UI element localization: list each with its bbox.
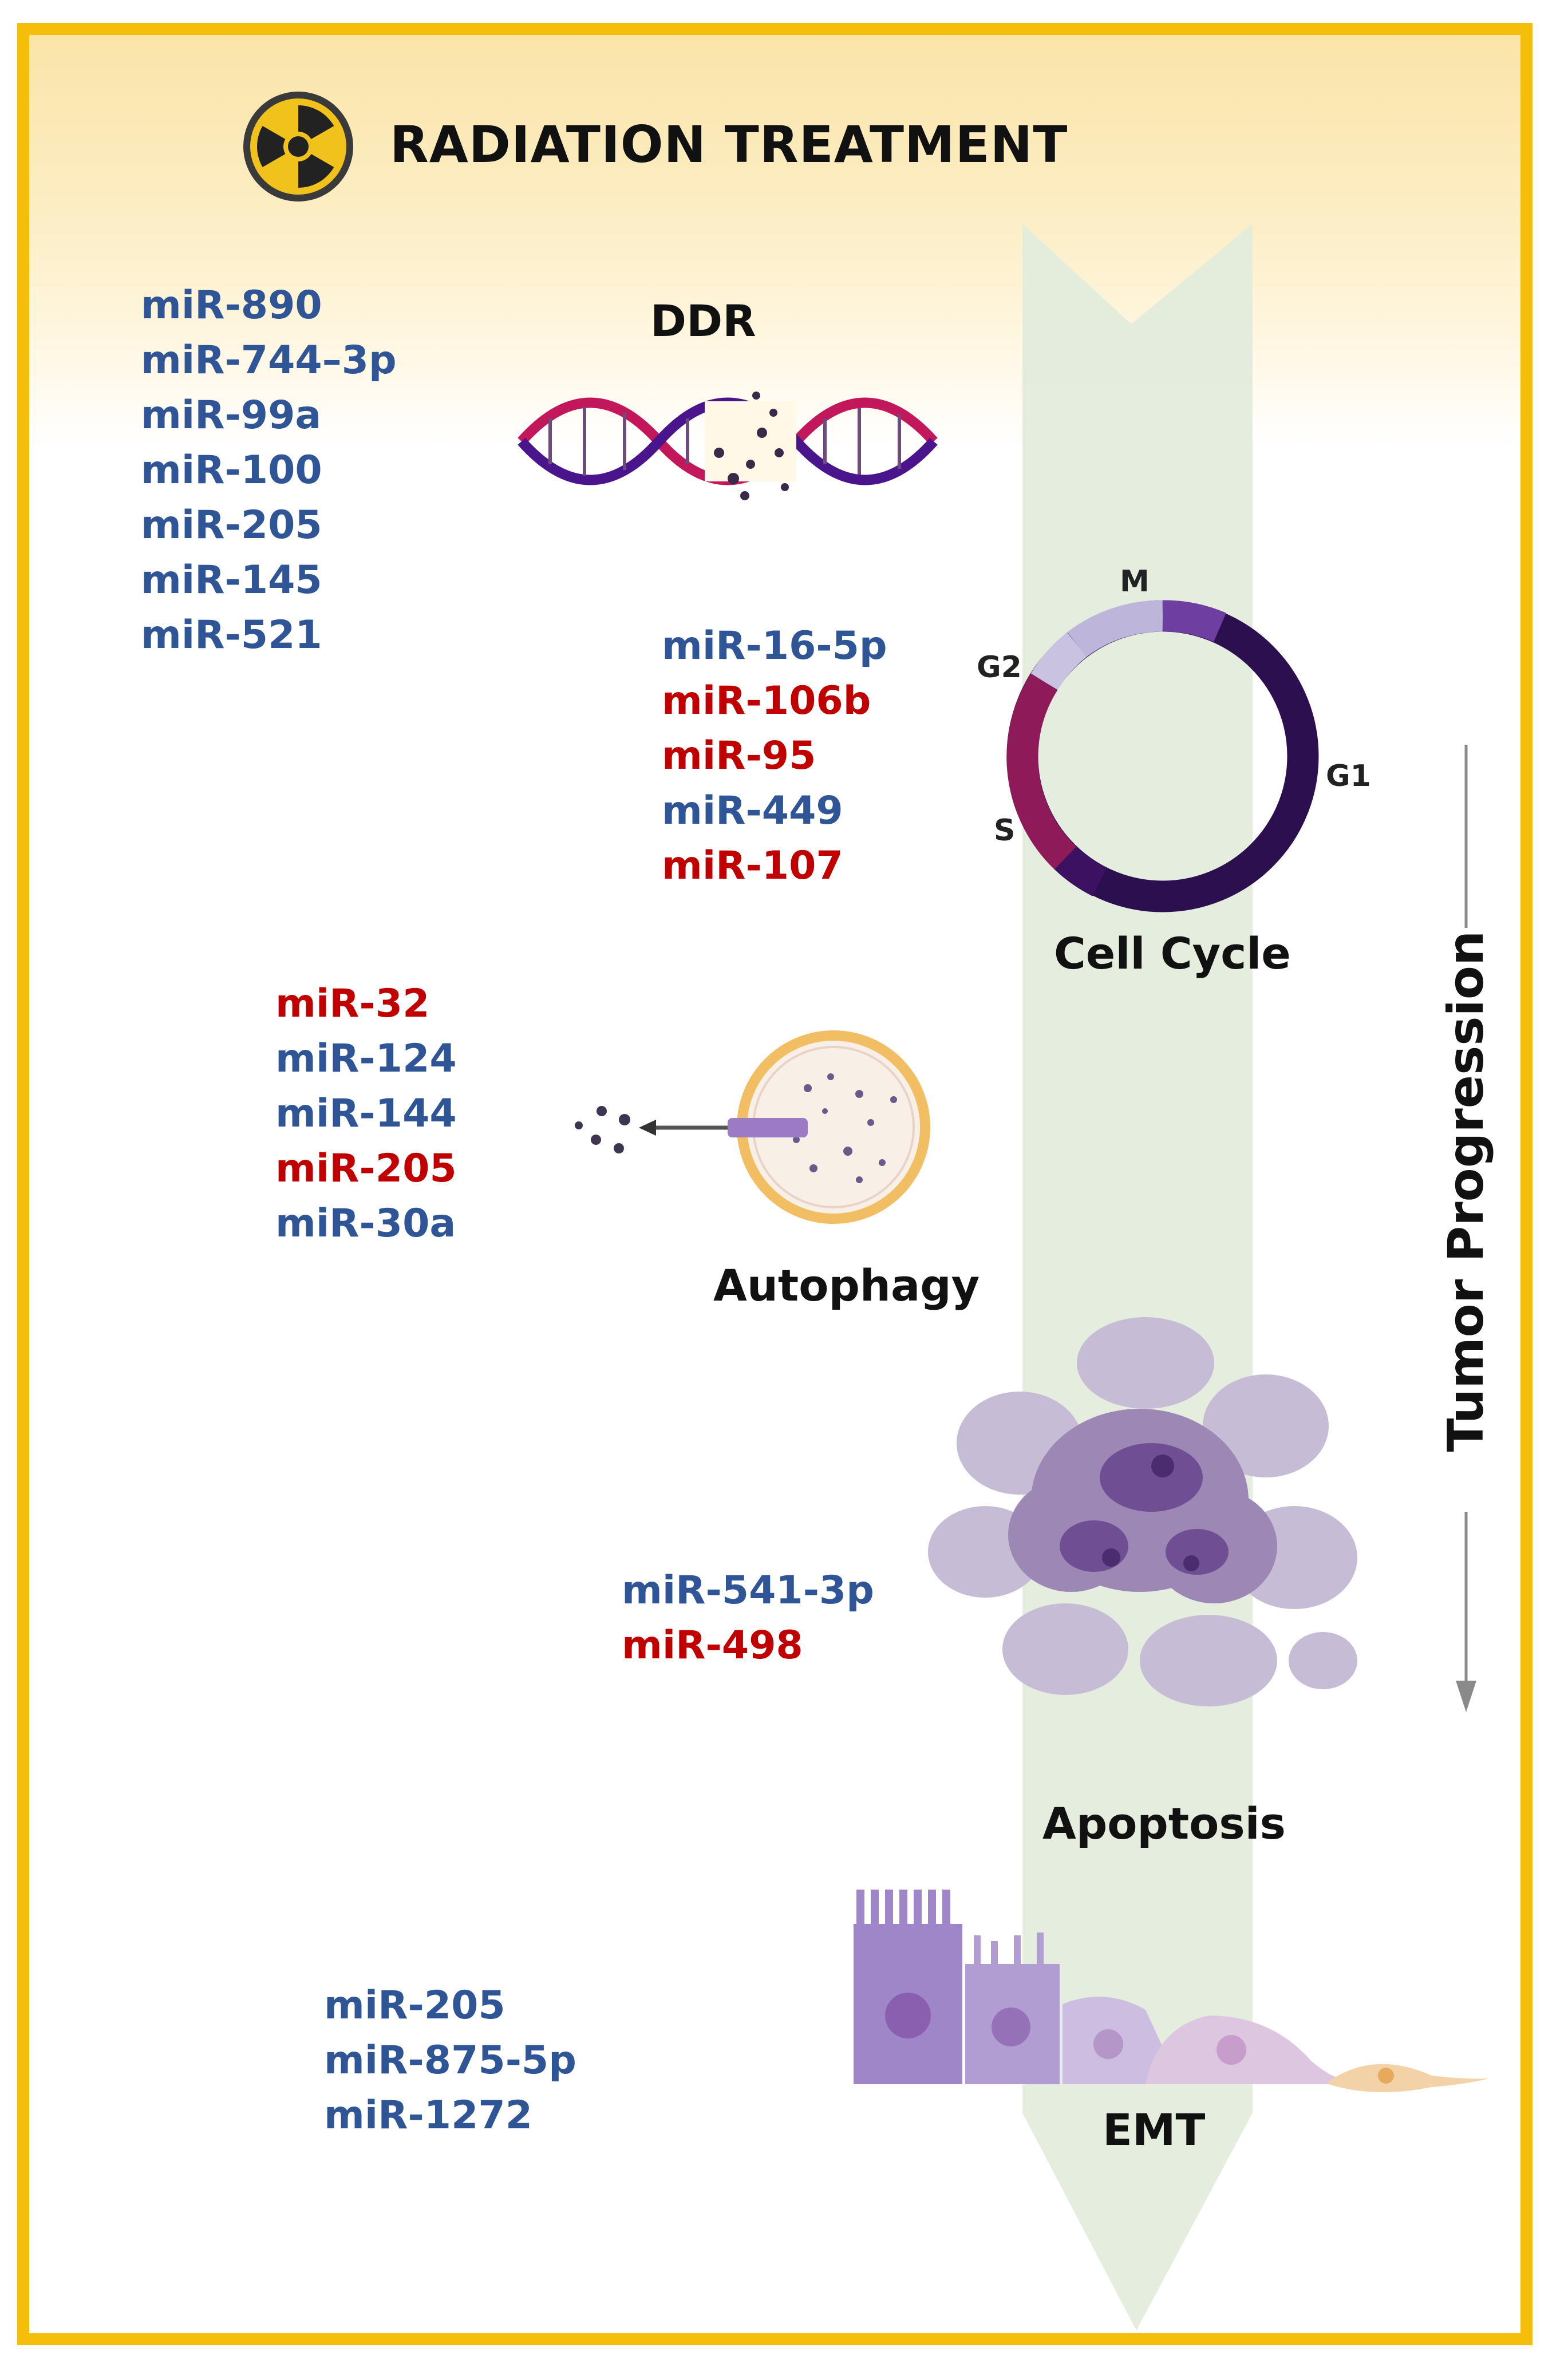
mir-label: miR-449 — [662, 788, 843, 833]
apoptosis-mir-list: miR-541-3p miR-498 — [622, 1563, 874, 1673]
dna-helix-icon — [518, 392, 938, 500]
progression-side-arrow — [1456, 745, 1476, 1712]
mir-label: miR-1272 — [324, 2093, 533, 2138]
mir-label: miR-124 — [275, 1036, 457, 1081]
mir-label: miR-498 — [622, 1623, 803, 1668]
cell-cycle-ring-icon — [1006, 600, 1319, 912]
cell-cycle-mir-list: miR-16-5p miR-106b miR-95 miR-449 miR-10… — [662, 619, 887, 894]
mir-label: miR-744–3p — [141, 338, 397, 383]
apoptosis-label: Apoptosis — [1042, 1798, 1286, 1849]
mir-label: miR-95 — [662, 733, 816, 779]
page-title: RADIATION TREATMENT — [390, 115, 1068, 174]
phase-g1-label: G1 — [1326, 759, 1371, 793]
mir-label: miR-144 — [275, 1091, 457, 1136]
mir-label: miR-106b — [662, 678, 871, 724]
phase-s-label: S — [994, 813, 1016, 848]
ddr-mir-list: miR-890 miR-744–3p miR-99a miR-100 miR-2… — [141, 278, 397, 663]
emt-label: EMT — [1103, 2104, 1206, 2155]
emt-cells-icon — [854, 1890, 1489, 2092]
mir-label: miR-30a — [275, 1201, 456, 1246]
autophagy-mir-list: miR-32 miR-124 miR-144 miR-205 miR-30a — [275, 977, 457, 1251]
mir-label: miR-99a — [141, 393, 322, 438]
mir-label: miR-521 — [141, 613, 322, 658]
diagram-frame: RADIATION TREATMENT miR-890 miR-744–3p m… — [17, 23, 1533, 2345]
cell-cycle-label: Cell Cycle — [1054, 928, 1291, 979]
mir-label: miR-205 — [324, 1983, 505, 2028]
phase-g2-label: G2 — [977, 650, 1022, 685]
mir-label: miR-16-5p — [662, 623, 887, 669]
mir-label: miR-890 — [141, 283, 322, 328]
phase-m-label: M — [1120, 564, 1150, 599]
tumor-progression-label: Tumor Progression — [1437, 930, 1495, 1452]
progression-arrow-band — [1022, 224, 1253, 2330]
mir-label: miR-107 — [662, 843, 843, 888]
radiation-icon — [243, 92, 353, 201]
mir-label: miR-32 — [275, 981, 430, 1026]
mir-label: miR-875-5p — [324, 2038, 576, 2083]
apoptotic-cells-icon — [928, 1317, 1357, 1706]
emt-mir-list: miR-205 miR-875-5p miR-1272 — [324, 1978, 576, 2143]
autophagy-label: Autophagy — [713, 1260, 980, 1311]
mir-label: miR-145 — [141, 558, 322, 603]
mir-label: miR-205 — [141, 503, 322, 548]
mir-label: miR-541-3p — [622, 1568, 874, 1613]
ddr-label: DDR — [650, 295, 756, 346]
mir-label: miR-205 — [275, 1146, 457, 1191]
mir-label: miR-100 — [141, 448, 322, 493]
autophagosome-icon — [575, 1030, 930, 1224]
